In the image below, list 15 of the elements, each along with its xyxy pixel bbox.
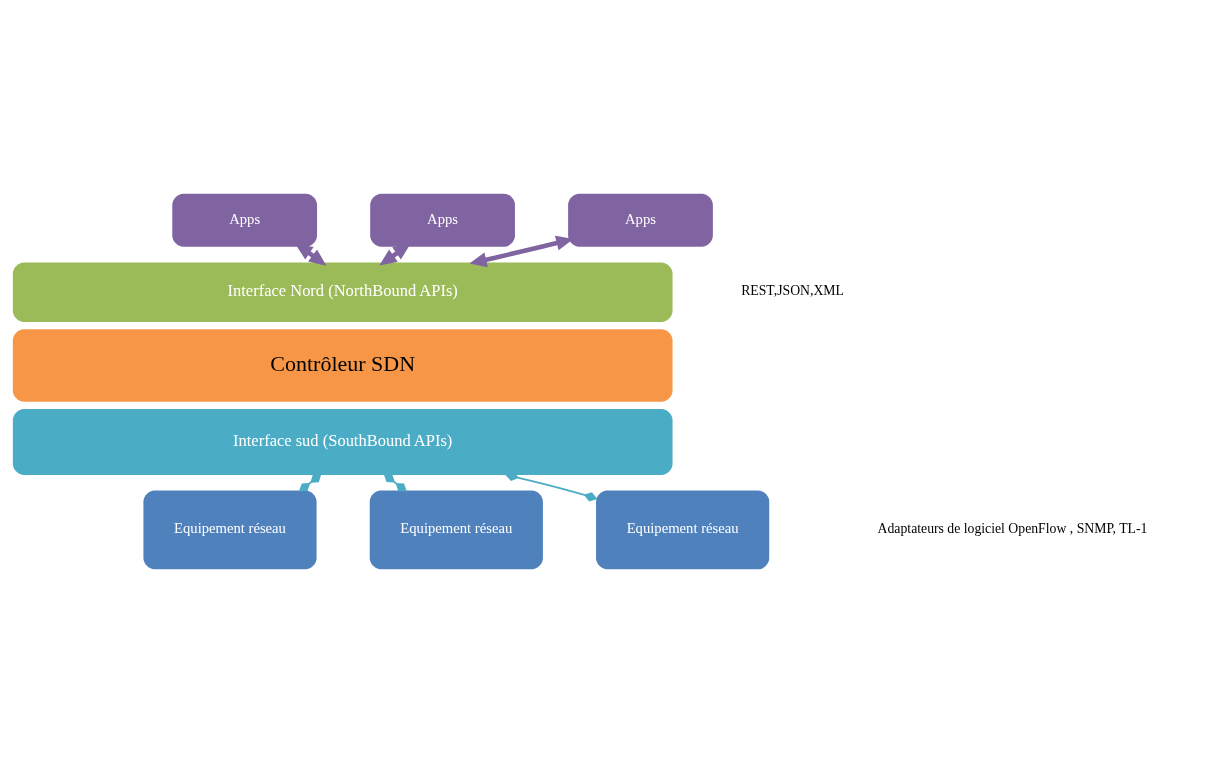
node-box: Equipement réseau (143, 490, 317, 569)
label: REST,JSON,XML (741, 282, 844, 298)
node-box: Apps (172, 193, 318, 247)
connector (383, 473, 407, 491)
node-box: Apps (370, 193, 515, 247)
node-box: Apps (568, 193, 713, 247)
node-box: Interface sud (SouthBound APIs) (12, 408, 673, 475)
node-box: Interface Nord (NorthBound APIs) (12, 261, 673, 322)
node-box: Equipement réseau (369, 490, 543, 569)
connector (298, 473, 322, 491)
node-box: Equipement réseau (596, 490, 770, 569)
label: Adaptateurs de logiciel OpenFlow , SNMP, TL-1 (877, 520, 1148, 536)
node-box: Contrôleur SDN (12, 328, 673, 402)
arrow (379, 243, 411, 265)
arrow (295, 243, 327, 266)
